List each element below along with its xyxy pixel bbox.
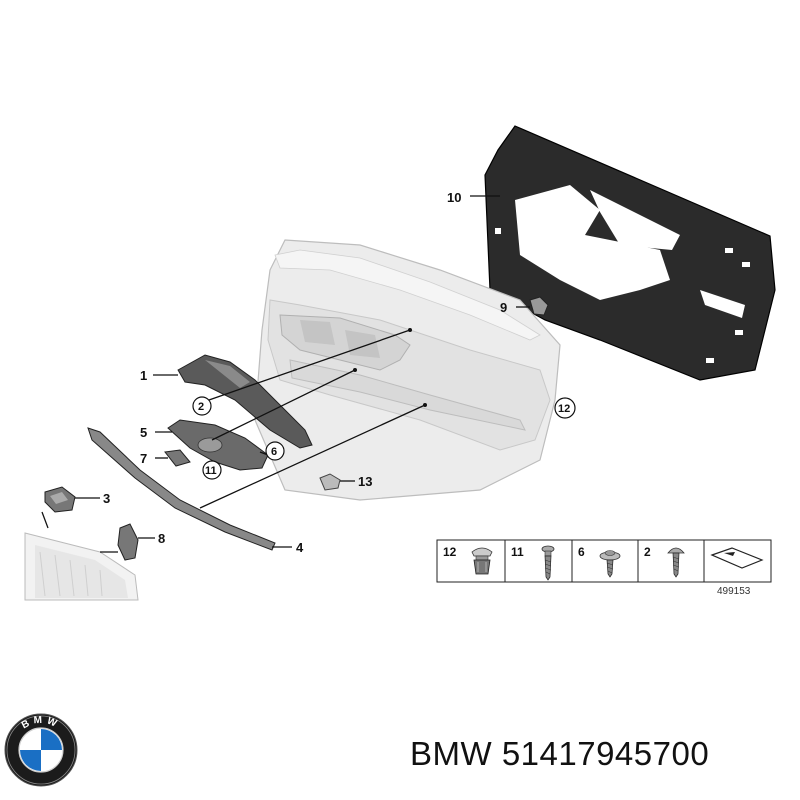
arrow-symbol-icon bbox=[710, 547, 764, 569]
part-number-caption: BMW 51417945700 bbox=[410, 735, 710, 772]
small-cover-part bbox=[164, 449, 191, 467]
callout-6: 6 bbox=[271, 446, 277, 458]
legend-num-12: 12 bbox=[443, 545, 457, 559]
pan-head-screw-icon bbox=[667, 547, 685, 578]
light-cover-part-8 bbox=[117, 523, 139, 561]
clip-part-9 bbox=[529, 296, 549, 316]
callout-13: 13 bbox=[358, 474, 372, 489]
callout-2: 2 bbox=[198, 401, 204, 413]
screw-icon bbox=[541, 545, 555, 581]
callout-11: 11 bbox=[205, 465, 217, 477]
grab-handle-part bbox=[177, 354, 313, 449]
legend-num-6: 6 bbox=[578, 545, 585, 559]
callout-4: 4 bbox=[296, 540, 304, 555]
callout-10: 10 bbox=[447, 190, 461, 205]
clip-rivet-icon bbox=[471, 547, 493, 575]
callout-12-circled: 12 bbox=[558, 403, 570, 415]
legend-num-2: 2 bbox=[644, 545, 651, 559]
callout-8: 8 bbox=[158, 531, 165, 546]
clip-part-3 bbox=[44, 486, 76, 513]
circled-callouts bbox=[192, 396, 576, 480]
callout-5: 5 bbox=[140, 425, 147, 440]
clip-part-13 bbox=[319, 473, 341, 491]
washer-screw-icon bbox=[599, 550, 621, 578]
callout-7: 7 bbox=[140, 451, 147, 466]
fastener-legend: 12 11 6 2 bbox=[436, 539, 772, 583]
reference-number: 499153 bbox=[717, 586, 751, 597]
bmw-logo: BMW bbox=[4, 713, 78, 787]
callout-3: 3 bbox=[103, 491, 110, 506]
leader-lines bbox=[41, 195, 530, 553]
insulation-panel bbox=[484, 125, 776, 381]
door-trim-panel bbox=[254, 239, 561, 501]
callout-9: 9 bbox=[500, 300, 507, 315]
switch-bezel-part bbox=[167, 419, 269, 471]
legend-num-11: 11 bbox=[511, 545, 524, 559]
door-corner-illustration bbox=[24, 532, 139, 601]
callout-1: 1 bbox=[140, 368, 147, 383]
